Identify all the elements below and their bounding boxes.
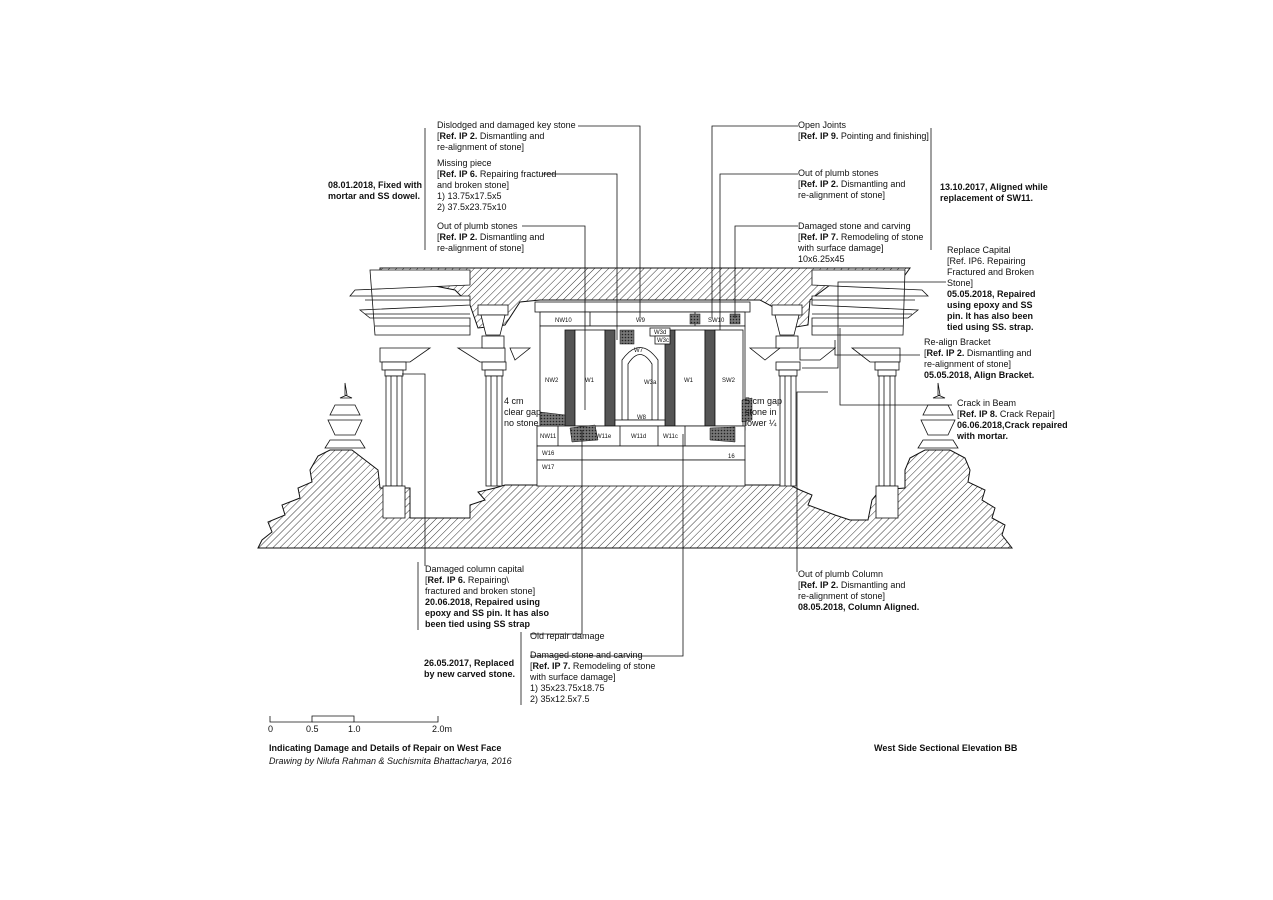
stone-label: SW2 [722, 378, 736, 384]
stone-label: NW10 [555, 318, 572, 324]
scale-tick-1-0: 1.0 [348, 724, 361, 734]
scale-tick-0: 0 [268, 724, 274, 734]
stone-label: W1 [585, 378, 595, 384]
note-missing-piece: Missing piece[Ref. IP 6. Repairing fract… [437, 158, 557, 212]
caption-title: Indicating Damage and Details of Repair … [269, 743, 502, 753]
stone-label: SW10 [708, 318, 725, 324]
scale-tick-0-5: 0.5 [306, 724, 319, 734]
stone-label: NW2 [545, 378, 559, 384]
caption-credit: Drawing by Nilufa Rahman & Suchismita Bh… [269, 756, 512, 766]
shrine [534, 301, 751, 487]
stone-label: W3c [657, 338, 669, 344]
stone-label: W3a [644, 380, 657, 386]
stone-label: W7 [634, 348, 644, 354]
note-open-joints: Open Joints[Ref. IP 9. Pointing and fini… [798, 120, 929, 141]
note-damaged-column-capital: Damaged column capital[Ref. IP 6. Repair… [425, 564, 550, 629]
right-cornice [811, 269, 929, 336]
note-damaged-carving-top: Damaged stone and carving[Ref. IP 7. Rem… [798, 221, 924, 264]
note-realign-bracket: Re-align Bracket[Ref. IP 2. Dismantling … [924, 337, 1035, 380]
damage-patches [539, 313, 753, 443]
stone-label: W3d [654, 330, 666, 336]
scale-tick-2-0: 2.0m [432, 724, 453, 734]
stone-label: W11e [596, 434, 612, 440]
stone-label: W11c [663, 434, 678, 440]
leader-lines [402, 125, 952, 705]
stone-label: W8 [637, 415, 647, 421]
stone-label: NW11 [540, 434, 557, 440]
note-crack-in-beam: Crack in Beam[Ref. IP 8. Crack Repair]06… [957, 398, 1068, 441]
stone-labels: NW10 W9 SW10 W3d W3c W7 NW2 W1 W3a W1 SW… [540, 318, 736, 471]
capitals [477, 304, 803, 349]
scale-bar [269, 715, 439, 723]
note-damaged-carving-bottom: Damaged stone and carving[Ref. IP 7. Rem… [530, 650, 656, 704]
caption-right-title: West Side Sectional Elevation BB [874, 743, 1018, 753]
note-old-repair: Old repair damage [530, 631, 605, 641]
stone-label: W9 [636, 318, 646, 324]
stone-label: W11d [631, 434, 646, 440]
finials [324, 382, 959, 449]
stone-label: W1 [684, 378, 694, 384]
stone-label: W16 [542, 451, 555, 457]
columns [381, 361, 900, 519]
note-keystone: Dislodged and damaged key stone[Ref. IP … [437, 120, 576, 152]
left-cornice [349, 269, 471, 336]
stone-label: W17 [542, 465, 555, 471]
note-out-of-plumb-left: Out of plumb stones[Ref. IP 2. Dismantli… [437, 221, 545, 253]
note-out-of-plumb-column: Out of plumb Column[Ref. IP 2. Dismantli… [798, 569, 920, 612]
stone-label: 16 [728, 454, 735, 460]
note-out-of-plumb-right: Out of plumb stones[Ref. IP 2. Dismantli… [798, 168, 906, 200]
